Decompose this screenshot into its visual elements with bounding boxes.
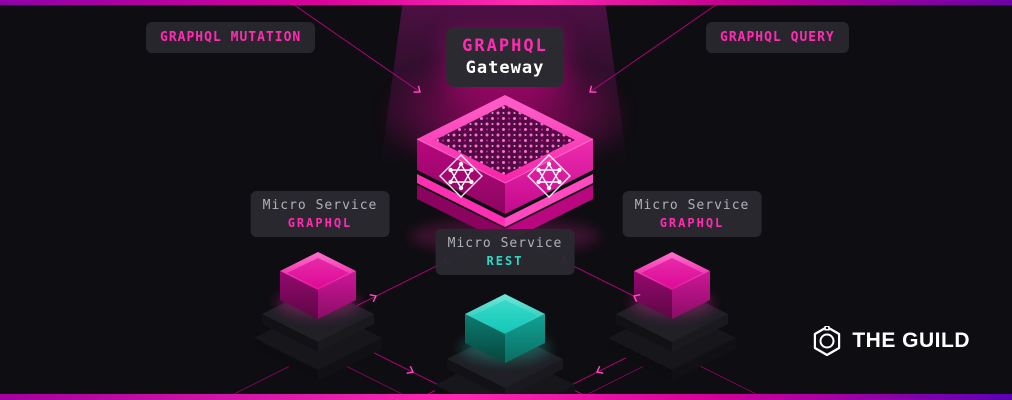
microservice-center-protocol: REST — [486, 254, 524, 268]
microservice-left-title: Micro Service — [262, 198, 378, 213]
microservice-right-badge: Micro Service GRAPHQL — [622, 191, 762, 237]
graphql-mutation-badge: GRAPHQL MUTATION — [146, 22, 316, 53]
guild-wordmark: THE GUILD — [852, 329, 970, 352]
gateway-subtitle: Gateway — [465, 58, 545, 78]
guild-hexagon-icon — [814, 326, 841, 356]
gateway-title: GRAPHQL — [462, 36, 548, 56]
dot-grid — [435, 105, 575, 175]
gateway-badge: GRAPHQL Gateway — [446, 27, 564, 87]
graphql-logo-left-face — [439, 154, 483, 198]
microservice-cube-right — [634, 252, 710, 319]
microservice-center-badge: Micro Service REST — [435, 229, 575, 275]
microservice-right-title: Micro Service — [634, 198, 750, 213]
microservice-cube-left — [280, 252, 356, 319]
microservice-center-title: Micro Service — [447, 236, 563, 251]
graphql-query-badge: GRAPHQL QUERY — [706, 22, 849, 53]
the-guild-logo: THE GUILD — [812, 326, 970, 356]
gateway-box — [416, 95, 594, 243]
bottom-edge-bar — [0, 394, 1012, 400]
microservice-left-badge: Micro Service GRAPHQL — [250, 191, 390, 237]
microservice-left-protocol: GRAPHQL — [287, 216, 353, 230]
top-edge-bar — [0, 0, 1012, 5]
graphql-logo-right-face — [527, 154, 571, 198]
microservice-cube-center — [465, 294, 545, 363]
microservice-right-protocol: GRAPHQL — [659, 216, 725, 230]
